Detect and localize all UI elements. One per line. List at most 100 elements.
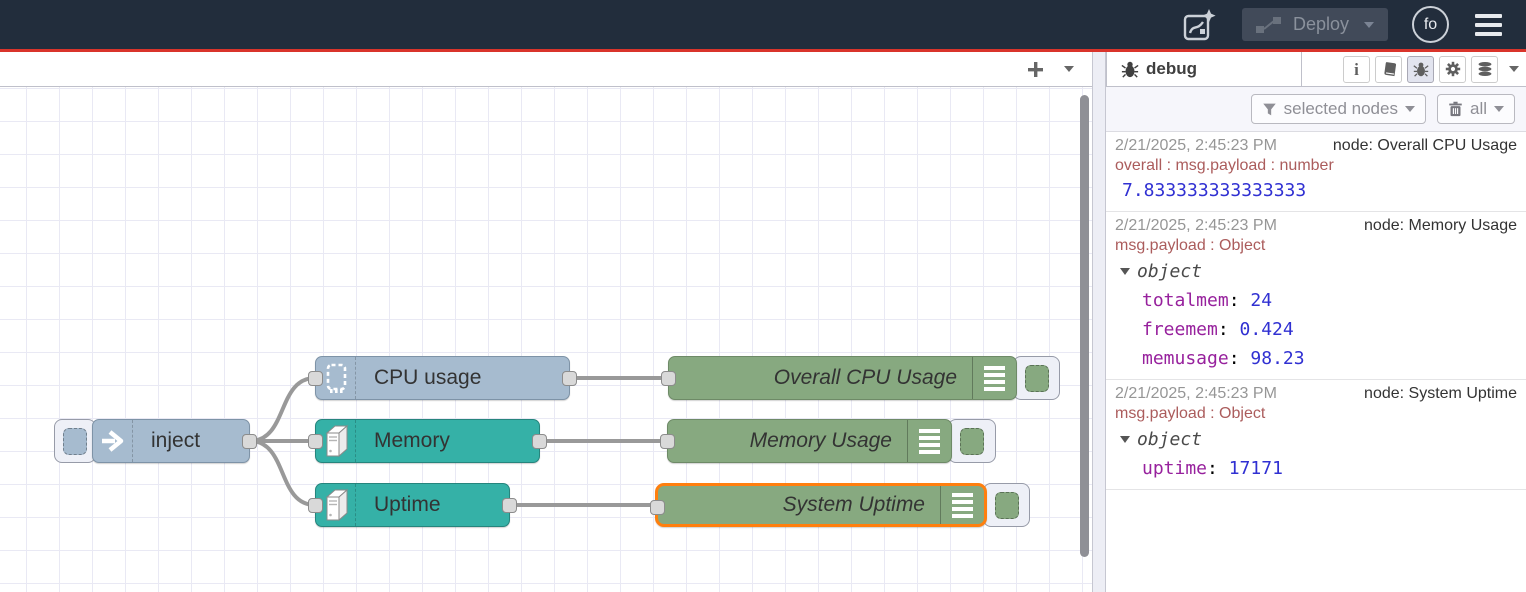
object-label: object — [1137, 429, 1203, 450]
deploy-alert-bar — [0, 49, 1526, 52]
tab-info-button[interactable]: i — [1343, 55, 1370, 83]
entry-value: 98.23 — [1250, 348, 1305, 369]
object-expand-toggle[interactable]: object — [1120, 429, 1517, 450]
node-cpu-usage[interactable]: CPU usage — [308, 356, 577, 400]
wire[interactable] — [248, 376, 317, 443]
deploy-nodes-icon — [1255, 16, 1281, 33]
node-label: inject — [151, 429, 201, 452]
object-entry: totalmem: 24 — [1142, 290, 1273, 311]
header: Deploy fo — [0, 0, 1526, 49]
output-port[interactable] — [242, 434, 257, 449]
entry-key: uptime — [1142, 458, 1208, 479]
bug-icon — [1412, 62, 1429, 77]
input-port[interactable] — [650, 500, 665, 515]
node-debug-overall-cpu[interactable]: Overall CPU Usage — [661, 356, 1017, 400]
add-flow-button[interactable] — [1027, 61, 1044, 78]
flow-tabbar — [0, 52, 1092, 87]
deploy-button[interactable]: Deploy — [1241, 8, 1388, 41]
message-node-name: node: Overall CPU Usage — [1332, 137, 1517, 154]
sidebar-tabs-caret-icon[interactable] — [1509, 66, 1519, 72]
node-inject[interactable]: inject — [92, 419, 257, 463]
plus-icon — [1028, 61, 1043, 77]
message-timestamp: 2/21/2025, 2:45:23 PM — [1115, 137, 1277, 154]
output-port[interactable] — [502, 498, 517, 513]
cpu-chip-icon — [316, 357, 356, 399]
sidebar-tabbar: debug i — [1106, 52, 1526, 87]
flow-canvas[interactable]: inject CPU usage — [0, 87, 1092, 592]
export-flow-button[interactable] — [1180, 7, 1218, 43]
message-value: 7.833333333333333 — [1122, 180, 1307, 201]
wire[interactable] — [248, 439, 317, 507]
deploy-label: Deploy — [1292, 14, 1349, 34]
filter-caret-icon — [1404, 106, 1415, 112]
sidebar-tab-actions: i — [1343, 52, 1526, 86]
entry-key: freemem — [1142, 319, 1218, 340]
tab-context-button[interactable] — [1471, 55, 1498, 83]
user-avatar[interactable]: fo — [1412, 6, 1449, 43]
node-label: Overall CPU Usage — [773, 366, 957, 389]
input-port[interactable] — [661, 371, 676, 386]
debug-toggle-button[interactable] — [983, 483, 1030, 527]
entry-value: 17171 — [1228, 458, 1283, 479]
node-uptime[interactable]: Uptime — [308, 483, 517, 527]
debug-filter-button[interactable]: selected nodes — [1250, 94, 1426, 124]
server-tower-icon — [316, 484, 356, 526]
canvas-vertical-scrollbar[interactable] — [1080, 95, 1089, 557]
flow-list-caret-icon[interactable] — [1064, 66, 1074, 72]
debug-toggle-button[interactable] — [1013, 356, 1060, 400]
object-entry: memusage: 98.23 — [1142, 348, 1305, 369]
chevron-down-icon — [1120, 268, 1130, 275]
sidebar-splitter[interactable] — [1092, 52, 1106, 592]
tab-debug-label: debug — [1146, 59, 1197, 78]
node-label: System Uptime — [782, 493, 925, 516]
debug-clear-button[interactable]: all — [1436, 94, 1515, 124]
database-icon — [1478, 61, 1491, 77]
book-icon — [1383, 62, 1396, 77]
entry-key: totalmem — [1142, 290, 1229, 311]
node-label: Memory — [374, 429, 450, 452]
node-debug-memory-usage[interactable]: Memory Usage — [660, 419, 952, 463]
info-icon: i — [1354, 59, 1359, 79]
debug-toolbar: selected nodes all — [1106, 87, 1526, 132]
clear-label: all — [1469, 99, 1487, 118]
debug-list-icon — [972, 357, 1016, 399]
debug-toggle-button[interactable] — [948, 419, 996, 463]
input-port[interactable] — [308, 434, 323, 449]
object-label: object — [1137, 261, 1203, 282]
debug-list-icon — [940, 486, 984, 524]
filter-funnel-icon — [1262, 103, 1276, 115]
server-tower-icon — [316, 420, 356, 462]
message-node-name: node: System Uptime — [1364, 385, 1517, 402]
output-port[interactable] — [532, 434, 547, 449]
node-label: Memory Usage — [749, 429, 892, 452]
bug-icon — [1121, 61, 1139, 78]
object-expand-toggle[interactable]: object — [1120, 261, 1517, 282]
filter-label: selected nodes — [1283, 99, 1398, 118]
trash-icon — [1449, 101, 1462, 117]
input-port[interactable] — [308, 371, 323, 386]
entry-value: 24 — [1250, 290, 1273, 311]
node-debug-system-uptime[interactable]: System Uptime — [650, 483, 987, 527]
clear-caret-icon — [1494, 106, 1504, 112]
deploy-caret-icon[interactable] — [1364, 21, 1374, 28]
tab-debug[interactable]: debug — [1106, 52, 1302, 86]
node-label: Uptime — [374, 493, 441, 516]
tab-debug-button[interactable] — [1407, 55, 1434, 83]
debug-sidebar: debug i — [1106, 52, 1526, 592]
input-port[interactable] — [308, 498, 323, 513]
tab-help-button[interactable] — [1375, 55, 1402, 83]
chevron-down-icon — [1120, 436, 1130, 443]
node-memory[interactable]: Memory — [308, 419, 547, 463]
main-menu-button[interactable] — [1473, 10, 1504, 40]
entry-value: 0.424 — [1239, 319, 1294, 340]
node-label: CPU usage — [374, 366, 482, 389]
gear-icon — [1445, 61, 1460, 77]
object-entry: uptime: 17171 — [1142, 458, 1283, 479]
input-port[interactable] — [660, 434, 675, 449]
tab-config-button[interactable] — [1439, 55, 1466, 83]
workspace: inject CPU usage — [0, 52, 1092, 592]
inject-arrow-icon — [93, 420, 133, 462]
inject-trigger-button[interactable] — [54, 419, 96, 463]
output-port[interactable] — [562, 371, 577, 386]
